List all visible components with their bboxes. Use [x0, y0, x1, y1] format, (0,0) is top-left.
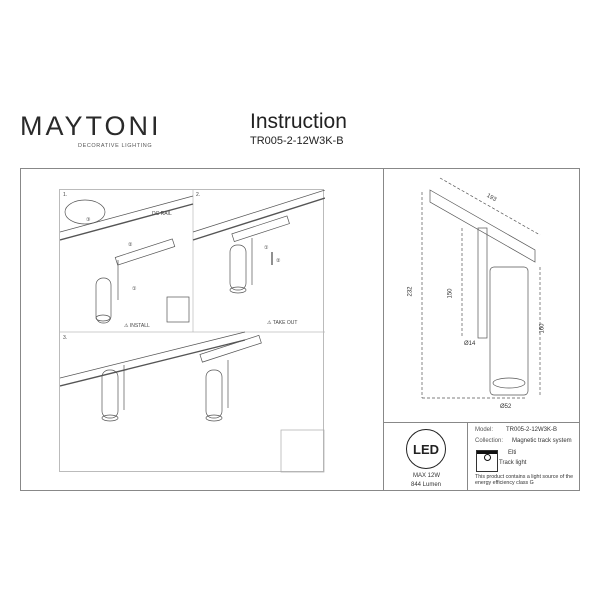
dim-arm: 150	[447, 288, 454, 299]
callout: ②	[128, 242, 133, 248]
brand-logo: MAYTONI	[20, 113, 162, 140]
dim-arm-diameter: Ø14	[464, 341, 476, 347]
model-heading: TR005-2-12W3K-B	[250, 135, 344, 147]
step-number: 3.	[63, 335, 68, 341]
divider	[383, 168, 384, 491]
model-value: TR005-2-12W3K-B	[506, 427, 558, 433]
type-value: Track light	[499, 460, 527, 466]
divider	[384, 422, 580, 423]
energy-note: This product contains a light source of …	[475, 474, 574, 486]
dimension-drawing	[421, 177, 541, 399]
install-label: INSTALL	[129, 323, 150, 329]
dim-body-diameter: Ø52	[500, 404, 512, 410]
brand-tagline: DECORATIVE LIGHTING	[78, 143, 153, 149]
installation-drawing	[60, 190, 325, 473]
callout: ①	[264, 245, 269, 251]
brand-name: MAYTONI	[20, 111, 162, 141]
callout: ③	[86, 217, 91, 223]
led-badge: LED	[406, 429, 446, 469]
step-number: 1.	[63, 192, 68, 198]
divider	[467, 422, 468, 491]
dim-body: 160	[539, 323, 546, 334]
series-value: Elti	[508, 450, 517, 456]
led-lumen: 844 Lumen	[411, 482, 442, 488]
step-number: 2.	[196, 192, 201, 198]
step-label-take-out: ⚠ TAKE OUT	[267, 320, 298, 326]
page-title: Instruction	[250, 110, 347, 133]
dim-total-height: 232	[407, 286, 414, 297]
content-frame	[20, 168, 580, 491]
collection-label: Collection:	[475, 438, 504, 444]
step-label-install: ⚠ INSTALL	[124, 323, 150, 329]
callout: ①	[132, 286, 137, 292]
collection-value: Magnetic track system	[512, 438, 572, 444]
callout: ②	[276, 258, 281, 264]
rail-label: DC RAIL	[152, 211, 172, 217]
model-label: Model:	[475, 427, 494, 433]
installation-figure: 1. DC RAIL ② ① ③ ⚠ INSTALL 2. ① ② ⚠ TAKE…	[59, 189, 325, 473]
take-out-label: TAKE OUT	[272, 320, 298, 326]
led-power: MAX 12W	[413, 473, 441, 479]
track-light-icon	[476, 450, 498, 472]
